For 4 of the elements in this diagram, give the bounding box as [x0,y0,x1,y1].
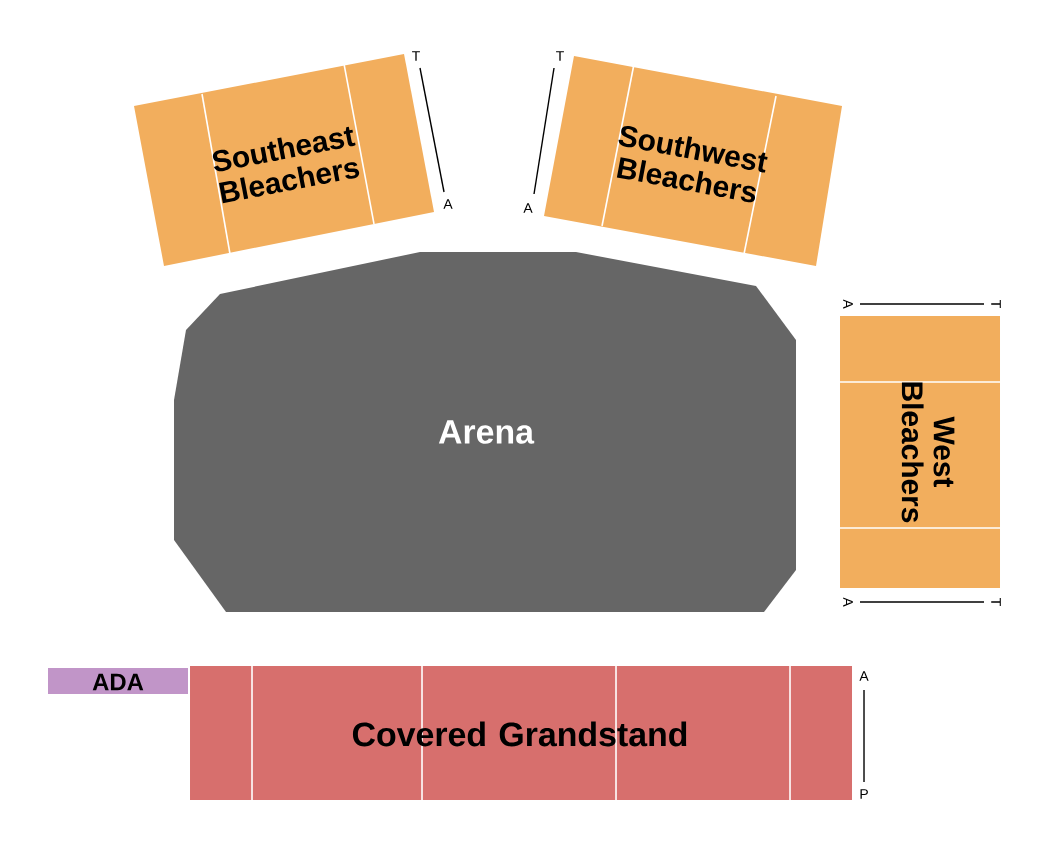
ada-section: ADA [48,668,188,694]
bleacher-section: West Bleachers [839,316,1001,588]
arena-floor: Arena [174,252,796,612]
grandstand-section: Covered Grandstand [190,665,852,801]
